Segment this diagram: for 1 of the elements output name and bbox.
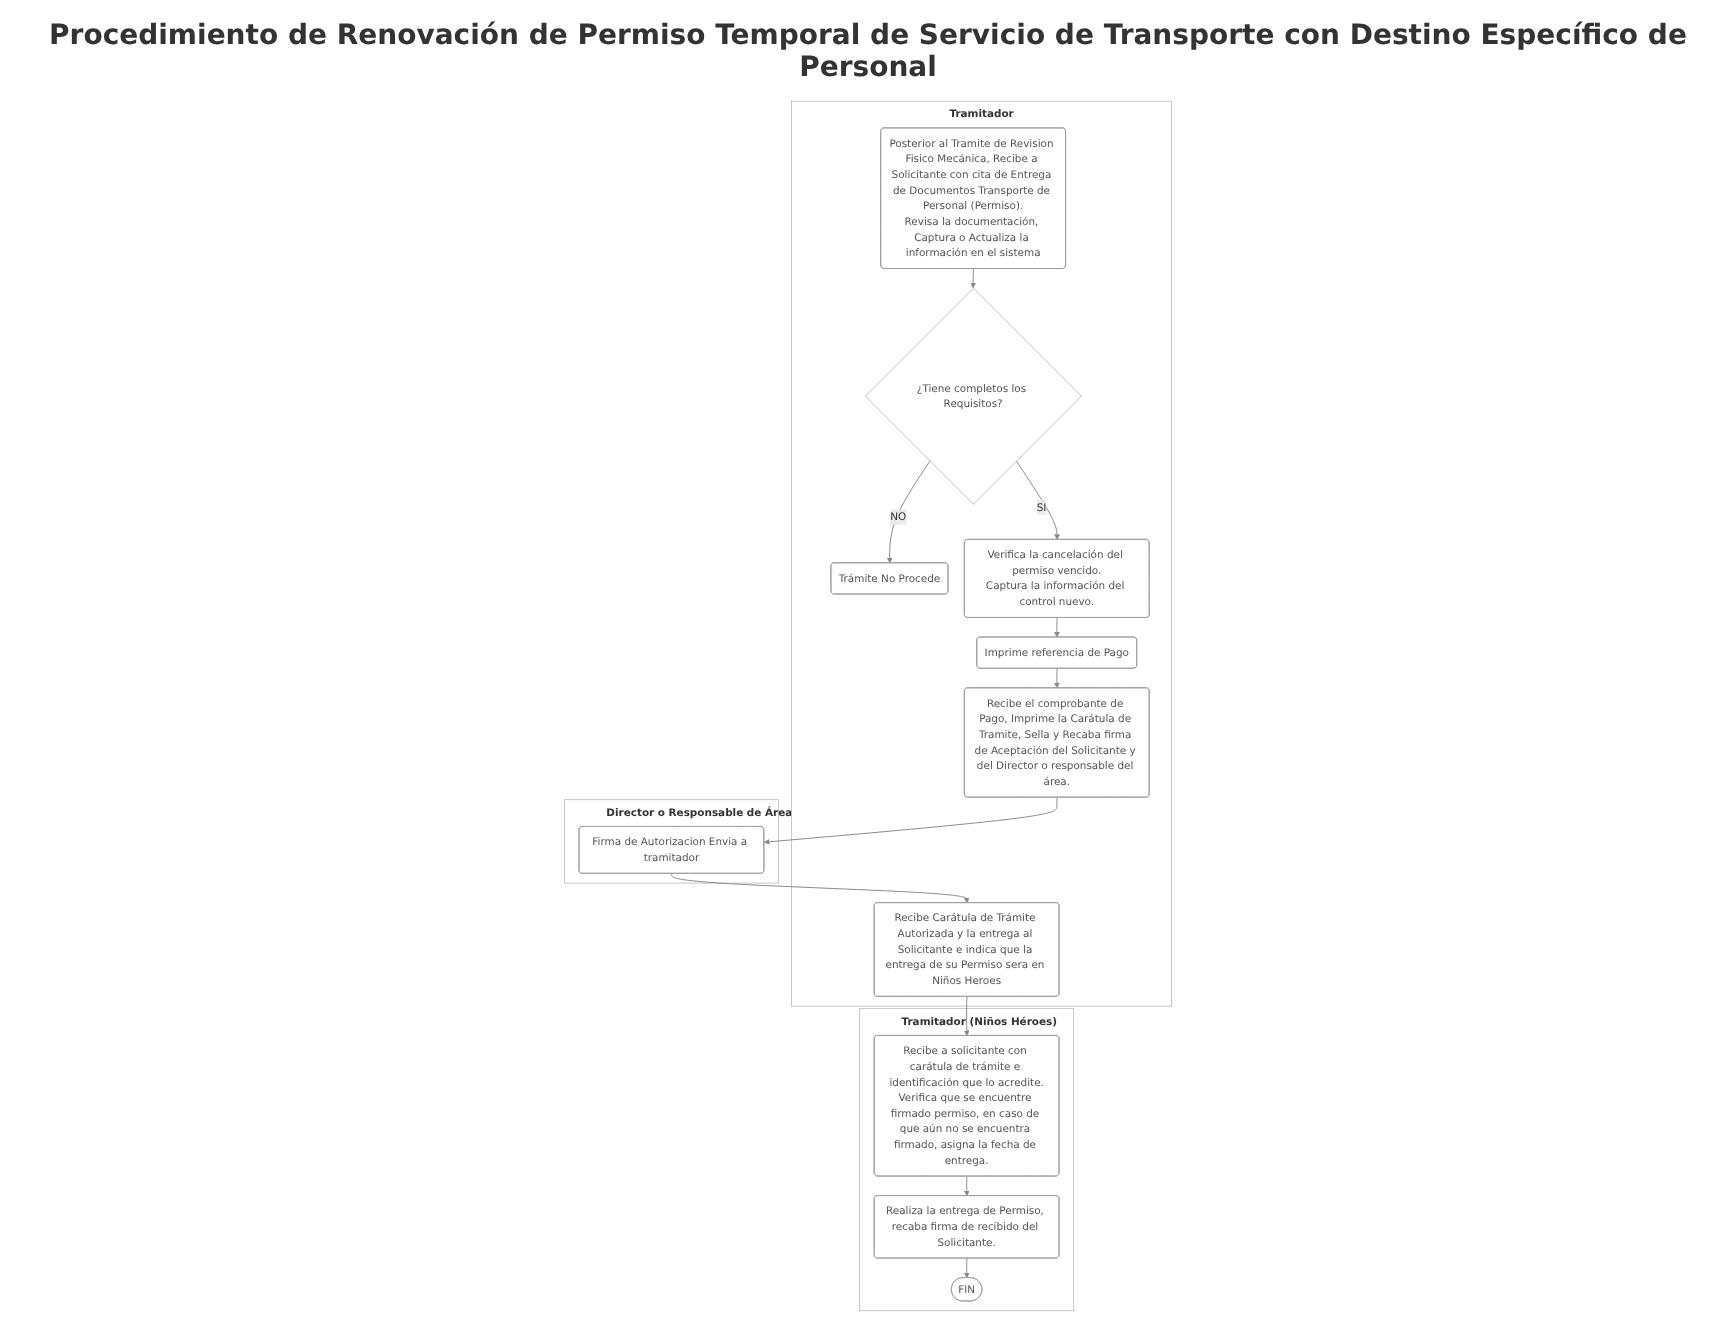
diagram-title: Procedimiento de Renovación de Permiso Temporal de Servicio de Transporte con Destino Específico de Personal — [47, 18, 1689, 88]
